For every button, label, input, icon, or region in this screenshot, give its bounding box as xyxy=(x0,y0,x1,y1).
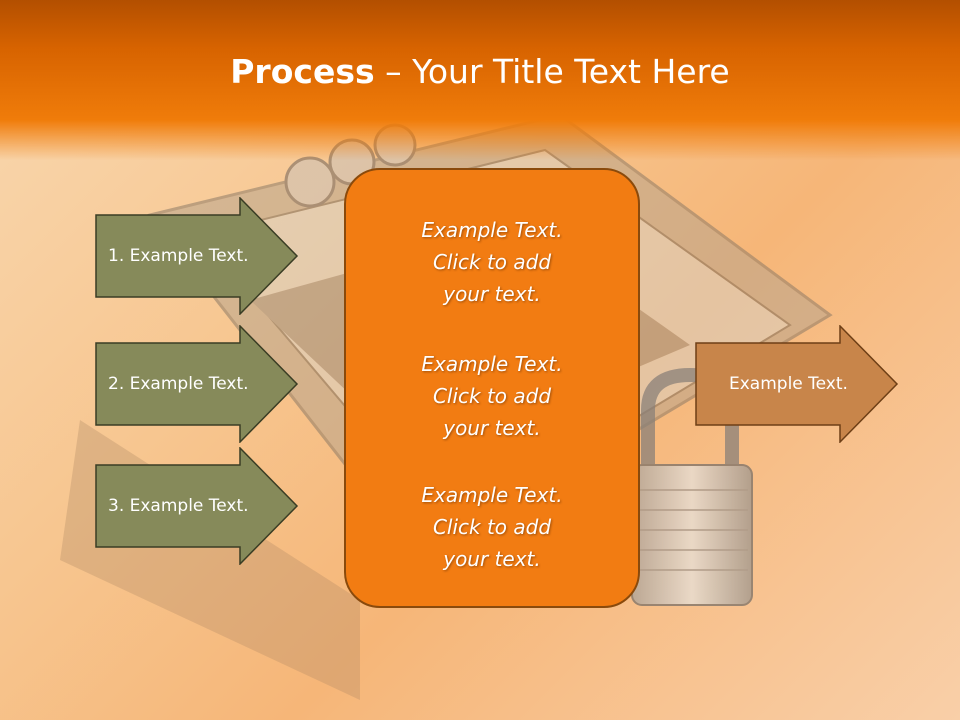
arrow-shape xyxy=(695,325,899,443)
arrow-shape xyxy=(95,447,299,565)
left-arrow-1[interactable]: 1. Example Text. xyxy=(95,197,299,315)
left-arrow-3[interactable]: 3. Example Text. xyxy=(95,447,299,565)
block-line: Click to add xyxy=(432,250,552,274)
block-line: Example Text. xyxy=(421,352,563,376)
left-arrow-label: 2. Example Text. xyxy=(108,374,249,394)
title-rest: – Your Title Text Here xyxy=(374,52,730,91)
left-arrow-label: 3. Example Text. xyxy=(108,496,249,516)
center-text-block-1: Example Text. Click to add your text. xyxy=(346,214,638,310)
center-text-block-3: Example Text. Click to add your text. xyxy=(346,479,638,575)
block-line: Click to add xyxy=(432,384,552,408)
center-text-box[interactable]: Example Text. Click to add your text. Ex… xyxy=(344,168,640,608)
block-line: your text. xyxy=(443,282,541,306)
right-arrow[interactable]: Example Text. xyxy=(695,325,899,443)
arrow-shape xyxy=(95,325,299,443)
block-line: Click to add xyxy=(432,515,552,539)
page-title[interactable]: Process – Your Title Text Here xyxy=(0,52,960,91)
left-arrow-label: 1. Example Text. xyxy=(108,246,249,266)
center-text-block-2: Example Text. Click to add your text. xyxy=(346,348,638,444)
right-arrow-label: Example Text. xyxy=(729,374,848,394)
left-arrow-2[interactable]: 2. Example Text. xyxy=(95,325,299,443)
title-bar xyxy=(0,0,960,160)
block-line: Example Text. xyxy=(421,483,563,507)
title-bold: Process xyxy=(230,52,375,91)
arrow-shape xyxy=(95,197,299,315)
block-line: Example Text. xyxy=(421,218,563,242)
block-line: your text. xyxy=(443,547,541,571)
block-line: your text. xyxy=(443,416,541,440)
